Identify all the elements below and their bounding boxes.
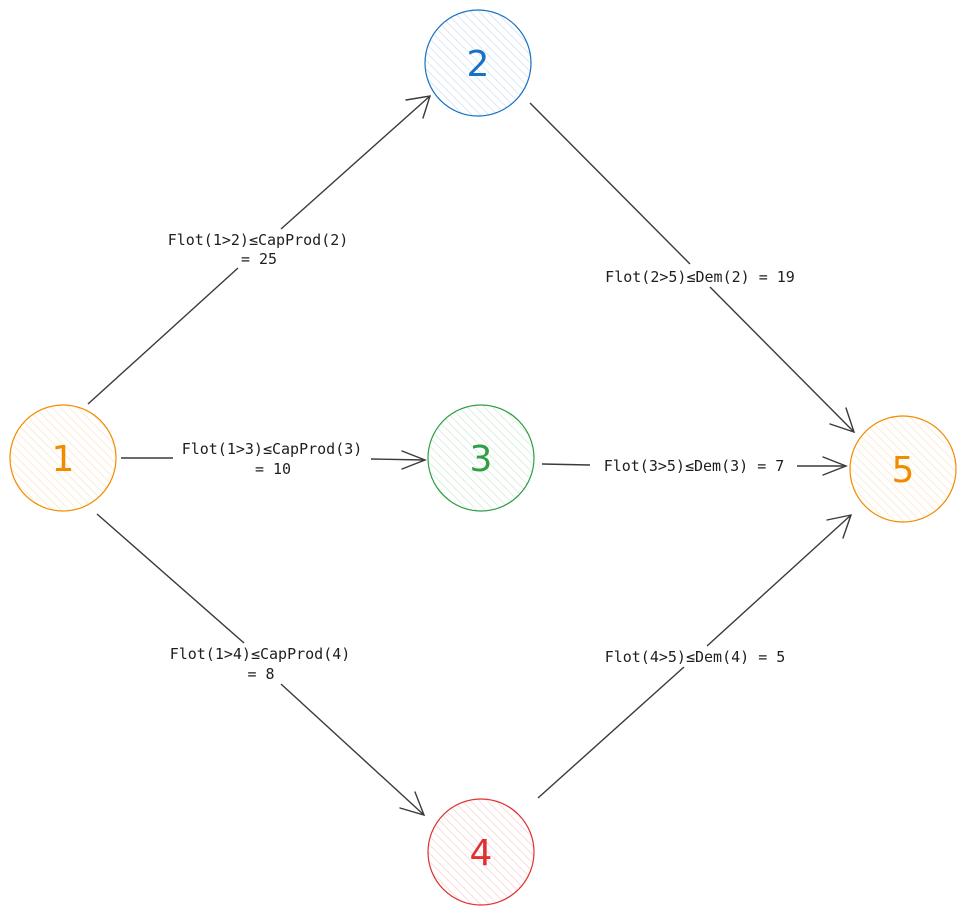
node-3[interactable]: 3 (427, 404, 535, 512)
node-label: 5 (892, 450, 915, 491)
node-label: 4 (470, 833, 493, 874)
edge-line (529, 102, 691, 265)
edge-label-4-5: Flot(4>5)≤Dem(4) = 5 (605, 648, 786, 666)
edge-line (280, 683, 425, 816)
edge-label-1-4-line1: Flot(1>4)≤CapProd(4) (170, 645, 351, 663)
node-label: 3 (470, 439, 493, 480)
edge-line (280, 95, 431, 230)
edge-line (96, 513, 245, 644)
edge-label-3-5: Flot(3>5)≤Dem(3) = 7 (604, 457, 785, 475)
edge-label-1-2-line2: = 25 (241, 250, 277, 268)
node-label: 1 (52, 439, 75, 480)
arrowhead-icon (822, 456, 848, 476)
node-circle (849, 415, 957, 523)
edge-1-4 (96, 513, 426, 817)
edge-label-1-3-line1: Flot(1>3)≤CapProd(3) (182, 440, 363, 458)
edge-label-1-2-line1: Flot(1>2)≤CapProd(2) (168, 231, 349, 249)
edge-line (87, 267, 239, 405)
arrowhead-icon (405, 95, 432, 119)
edge-line (709, 286, 855, 433)
node-circle (427, 798, 535, 906)
node-circle (424, 9, 532, 117)
node-circle (427, 404, 535, 512)
arrowhead-icon (399, 791, 426, 817)
arrowhead-icon (401, 450, 427, 470)
node-2[interactable]: 2 (424, 9, 532, 117)
edge-line (370, 458, 426, 461)
arrowhead-icon (826, 514, 853, 539)
edge-3-5 (541, 456, 848, 476)
arrowhead-icon (829, 407, 856, 434)
edge-line (537, 666, 685, 799)
edge-1-2 (87, 95, 432, 405)
edge-1-3 (121, 450, 427, 470)
edge-2-5 (529, 102, 856, 434)
node-circle (9, 404, 117, 512)
node-1[interactable]: 1 (9, 404, 117, 512)
edge-line (706, 514, 852, 647)
node-label: 2 (467, 44, 490, 85)
edge-label-2-5: Flot(2>5)≤Dem(2) = 19 (605, 268, 795, 286)
edge-label-1-3-line2: = 10 (255, 460, 291, 478)
node-5[interactable]: 5 (849, 415, 957, 523)
node-4[interactable]: 4 (427, 798, 535, 906)
edge-4-5 (537, 514, 853, 799)
edge-label-1-4-line2: = 8 (247, 665, 274, 683)
edge-line (541, 463, 591, 466)
